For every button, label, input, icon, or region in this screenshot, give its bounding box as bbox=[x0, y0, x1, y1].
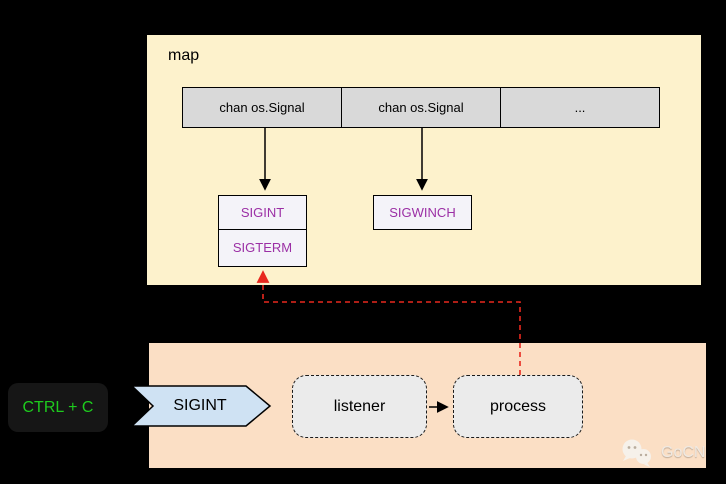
watermark-label: GoCN bbox=[661, 444, 706, 461]
watermark: GoCN bbox=[620, 438, 705, 468]
ctrl-c-badge-label: CTRL + C bbox=[22, 398, 94, 416]
channel-cell-ellipsis: ... bbox=[574, 100, 586, 115]
signal-label-sigterm: SIGTERM bbox=[219, 229, 306, 266]
wechat-bubbles-icon bbox=[622, 439, 651, 467]
map-panel-title: map bbox=[168, 47, 200, 64]
signal-label-sigint: SIGINT bbox=[240, 205, 285, 220]
signal-label-sigwinch: SIGWINCH bbox=[389, 205, 456, 220]
listener-node: listener bbox=[292, 375, 427, 438]
process-node: process bbox=[453, 375, 583, 438]
process-node-label: process bbox=[489, 397, 547, 415]
channel-cell-1: chan os.Signal bbox=[183, 88, 342, 127]
channel-cell-2: chan os.Signal bbox=[342, 88, 501, 127]
map-panel: map chan os.Signal chan os.Signal ... SI… bbox=[147, 35, 701, 285]
sigint-arrow-label: SIGINT bbox=[173, 397, 227, 414]
signal-box-sigwinch: SIGWINCH bbox=[373, 195, 472, 230]
ctrl-c-badge: CTRL + C bbox=[8, 383, 108, 432]
listener-node-label: listener bbox=[333, 397, 386, 415]
signal-box-sigint-sigterm: SIGINT SIGTERM bbox=[218, 195, 307, 267]
channel-table: chan os.Signal chan os.Signal ... bbox=[182, 87, 660, 128]
